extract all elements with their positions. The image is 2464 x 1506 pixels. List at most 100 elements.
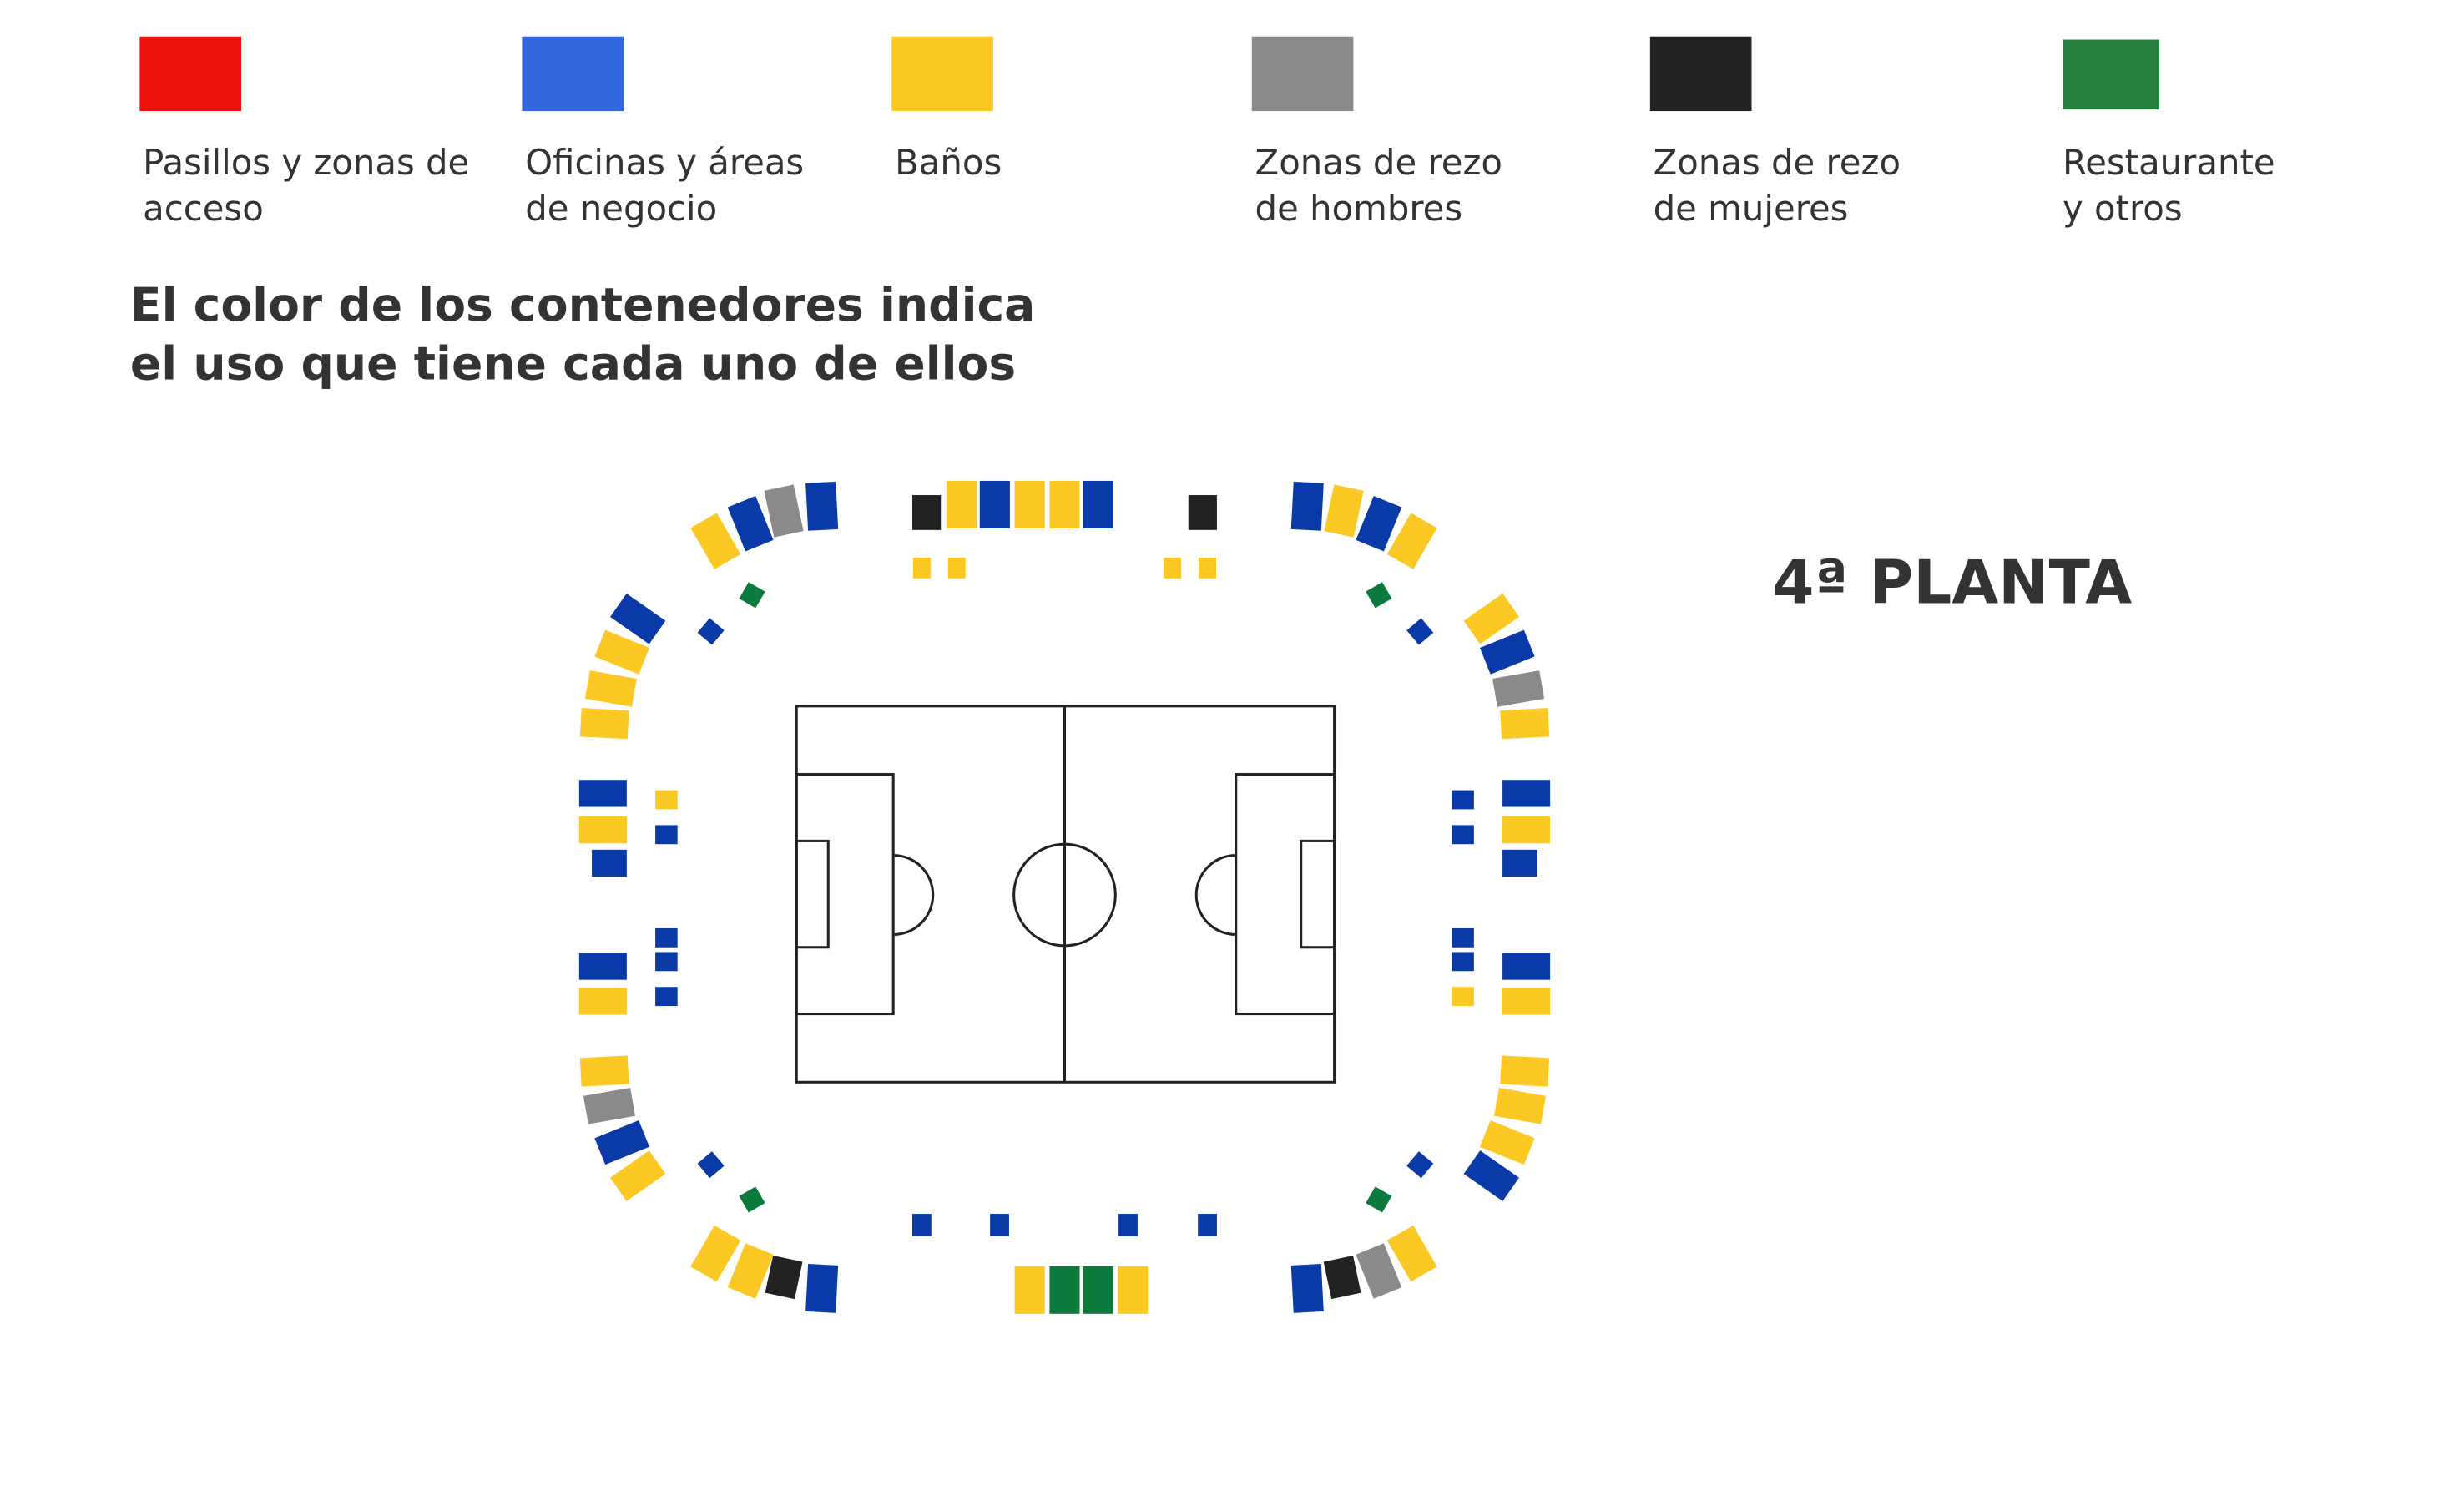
container-women-66 — [765, 1256, 803, 1300]
containers-layer — [578, 480, 1551, 1314]
container-bath-60 — [1479, 1119, 1535, 1165]
legend-label-access-line1: Pasillos y zonas de — [143, 142, 469, 183]
container-office-67 — [805, 1263, 839, 1313]
legend-label-office-line2: de negocio — [525, 188, 717, 229]
container-bath-27 — [579, 708, 629, 740]
container-bath-37 — [578, 988, 627, 1015]
container-men-3 — [764, 484, 804, 538]
container-office-42 — [697, 1151, 725, 1179]
container-office-61 — [1463, 1150, 1519, 1201]
legend-label-access-line2: acceso — [143, 188, 264, 229]
container-men-46 — [1492, 670, 1545, 707]
legend-swatch-access — [139, 36, 241, 112]
subtitle-line1: El color de los contenedores indica — [130, 278, 1035, 331]
container-office-69 — [990, 1214, 1009, 1236]
container-office-36 — [578, 953, 627, 980]
container-bath-58 — [1500, 1055, 1550, 1087]
container-office-54 — [1452, 952, 1474, 972]
container-bath-64 — [690, 1225, 741, 1282]
pitch-penalty-arc-right — [1194, 853, 1236, 937]
container-office-76 — [1290, 1263, 1324, 1313]
container-bath-47 — [1500, 708, 1550, 740]
container-office-30 — [592, 849, 627, 877]
legend-label-rest-line1: Restaurante — [2063, 142, 2275, 183]
container-bath-79 — [1386, 1225, 1437, 1282]
legend-item-access: Pasillos y zonas de acceso — [139, 36, 469, 229]
legend-swatch-women — [1649, 36, 1752, 112]
container-office-6 — [697, 618, 725, 645]
container-office-24 — [610, 593, 666, 644]
container-rest-73 — [1049, 1266, 1080, 1314]
container-office-34 — [655, 952, 678, 972]
container-bath-17 — [1199, 558, 1216, 579]
container-bath-19 — [1324, 484, 1364, 538]
legend-label-bath-line1: Baños — [895, 142, 1002, 183]
container-office-9 — [979, 480, 1010, 528]
legend-label-office-line1: Oficinas y áreas — [525, 142, 804, 183]
pitch-goal-area-right — [1300, 839, 1336, 949]
container-bath-25 — [594, 629, 650, 675]
container-office-32 — [655, 825, 678, 845]
container-office-2 — [727, 496, 774, 552]
container-office-28 — [578, 780, 627, 807]
container-bath-8 — [946, 480, 977, 528]
container-bath-59 — [1493, 1088, 1547, 1124]
container-bath-26 — [584, 670, 637, 707]
container-bath-31 — [655, 790, 678, 810]
legend-swatch-men — [1251, 36, 1354, 112]
container-office-45 — [1479, 629, 1535, 675]
container-bath-1 — [690, 513, 741, 569]
legend-swatch-bath — [891, 36, 993, 112]
container-office-70 — [1118, 1214, 1138, 1236]
legend-label-women-line1: Zonas de rezo — [1654, 142, 1901, 183]
container-bath-75 — [1118, 1266, 1149, 1314]
legend-label-women-line2: de mujeres — [1654, 188, 1849, 229]
legend: Pasillos y zonas de acceso Oficinas y ár… — [139, 36, 2275, 229]
football-pitch — [795, 705, 1336, 1084]
pitch-penalty-arc-left — [893, 853, 935, 937]
container-office-48 — [1502, 780, 1551, 807]
container-women-7 — [912, 495, 942, 530]
container-bath-14 — [912, 558, 931, 579]
container-office-35 — [655, 987, 678, 1007]
container-bath-16 — [1164, 558, 1182, 579]
container-rest-74 — [1083, 1266, 1113, 1314]
container-office-56 — [1502, 953, 1551, 980]
container-office-71 — [1198, 1214, 1217, 1236]
container-office-52 — [1452, 825, 1474, 845]
container-men-39 — [583, 1088, 636, 1124]
pitch-penalty-area-right — [1235, 773, 1336, 1016]
container-office-20 — [1356, 496, 1402, 552]
container-women-13 — [1188, 495, 1217, 530]
container-office-12 — [1083, 480, 1113, 528]
container-office-40 — [594, 1119, 650, 1165]
container-bath-65 — [727, 1243, 774, 1299]
container-office-18 — [1290, 481, 1324, 531]
legend-item-men: Zonas de rezo de hombres — [1251, 36, 1502, 229]
container-office-33 — [655, 927, 678, 948]
container-bath-41 — [610, 1150, 666, 1201]
container-bath-57 — [1502, 988, 1551, 1015]
container-bath-44 — [1463, 593, 1519, 644]
pitch-center-circle — [1012, 842, 1117, 948]
legend-item-women: Zonas de rezo de mujeres — [1649, 36, 1901, 229]
floor-label: 4ª PLANTA — [1772, 548, 2132, 618]
container-rest-5 — [739, 582, 765, 609]
container-women-77 — [1323, 1256, 1361, 1300]
container-bath-38 — [579, 1055, 629, 1087]
container-bath-72 — [1014, 1266, 1045, 1314]
subtitle-line2: el uso que tiene cada uno de ellos — [130, 336, 1016, 390]
container-bath-21 — [1386, 513, 1437, 569]
legend-swatch-office — [522, 36, 624, 112]
container-bath-11 — [1049, 480, 1080, 528]
legend-swatch-rest — [2063, 39, 2159, 110]
container-office-50 — [1502, 849, 1537, 877]
legend-label-men-line1: Zonas de rezo — [1255, 142, 1502, 183]
container-office-62 — [1406, 1151, 1434, 1179]
container-bath-10 — [1014, 480, 1045, 528]
container-office-68 — [912, 1214, 932, 1236]
legend-item-bath: Baños — [891, 36, 1002, 183]
container-office-4 — [805, 481, 839, 531]
pitch-penalty-area-left — [795, 773, 895, 1016]
